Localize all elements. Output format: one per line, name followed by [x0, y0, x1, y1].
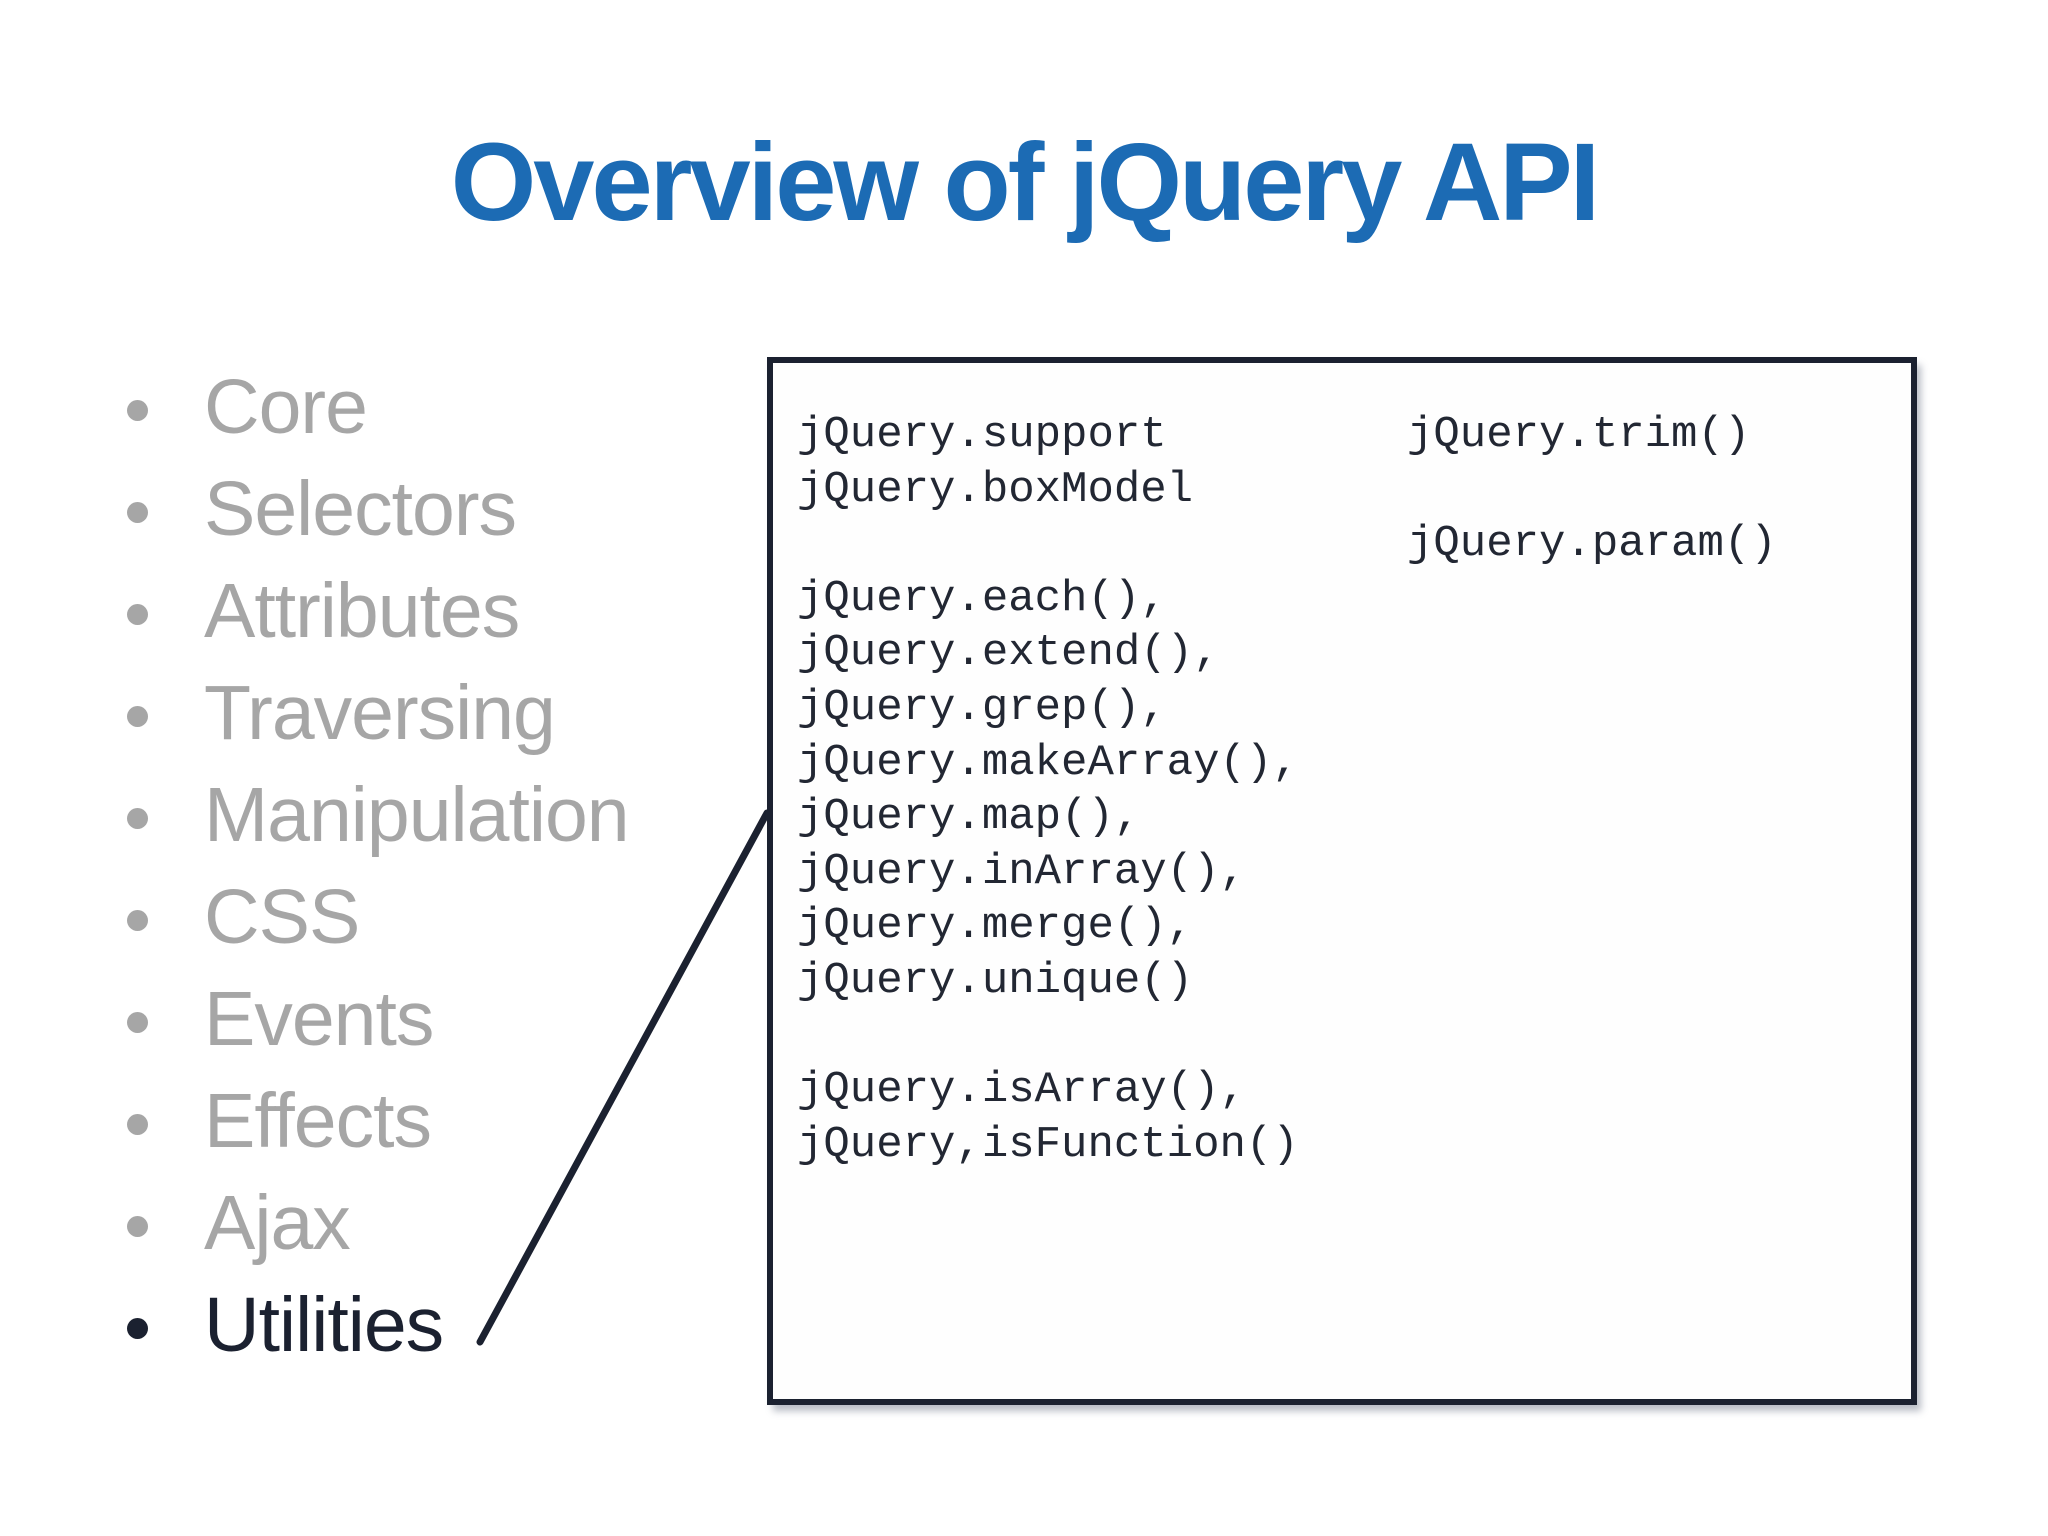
code-line: jQuery.extend(), — [797, 628, 1220, 679]
bullet-icon — [127, 909, 148, 931]
code-line: jQuery.grep(), — [797, 682, 1167, 733]
list-item: Ajax — [127, 1172, 629, 1274]
bullet-label: Effects — [204, 1077, 432, 1164]
code-line — [797, 1009, 1299, 1064]
bullet-icon — [127, 1113, 148, 1135]
list-item: Attributes — [127, 560, 629, 662]
code-line: jQuery.makeArray(), — [797, 737, 1299, 788]
code-line: jQuery.isArray(), — [797, 1065, 1246, 1116]
bullet-icon — [127, 603, 148, 625]
bullet-label: Manipulation — [204, 771, 630, 858]
list-item: Selectors — [127, 458, 629, 560]
bullet-icon — [127, 1317, 148, 1339]
list-item: Manipulation — [127, 764, 630, 866]
code-line: jQuery.boxModel — [797, 464, 1194, 515]
list-item: Events — [127, 968, 629, 1070]
page-title: Overview of jQuery API — [450, 121, 1600, 244]
bullet-label: Ajax — [204, 1179, 351, 1266]
bullet-label: Core — [204, 363, 368, 450]
code-line — [797, 517, 1299, 572]
list-item: Utilities — [127, 1274, 629, 1376]
code-line: jQuery.trim() — [1407, 410, 1751, 460]
bullet-label: CSS — [204, 873, 360, 960]
bullet-icon — [127, 705, 148, 727]
code-line: jQuery.each(), — [797, 573, 1167, 624]
bullet-label: Attributes — [204, 567, 520, 654]
bullet-label: Events — [204, 975, 434, 1062]
bullet-label: Selectors — [204, 465, 517, 552]
code-line: jQuery.map(), — [797, 792, 1141, 843]
code-line: jQuery.param() — [1407, 519, 1777, 570]
code-line: jQuery.unique() — [797, 955, 1194, 1006]
bullet-icon — [127, 1011, 148, 1033]
list-item: Effects — [127, 1070, 629, 1172]
bullet-icon — [127, 1215, 148, 1237]
list-item: CSS — [127, 866, 629, 968]
list-item: Core — [127, 356, 629, 458]
bullet-label: Traversing — [204, 669, 556, 756]
bullet-icon — [127, 399, 148, 421]
list-item: Traversing — [127, 662, 629, 764]
code-line: jQuery.support — [797, 410, 1167, 460]
code-line: jQuery.merge(), — [797, 901, 1194, 952]
code-line — [1407, 463, 1777, 518]
code-line: jQuery.inArray(), — [797, 846, 1246, 897]
code-line: jQuery,isFunction() — [797, 1119, 1299, 1170]
bullet-icon — [127, 501, 148, 523]
bullet-icon — [127, 807, 148, 829]
code-column-right: jQuery.trim() jQuery.param() — [1407, 408, 1777, 572]
bullet-label: Utilities — [204, 1281, 444, 1368]
